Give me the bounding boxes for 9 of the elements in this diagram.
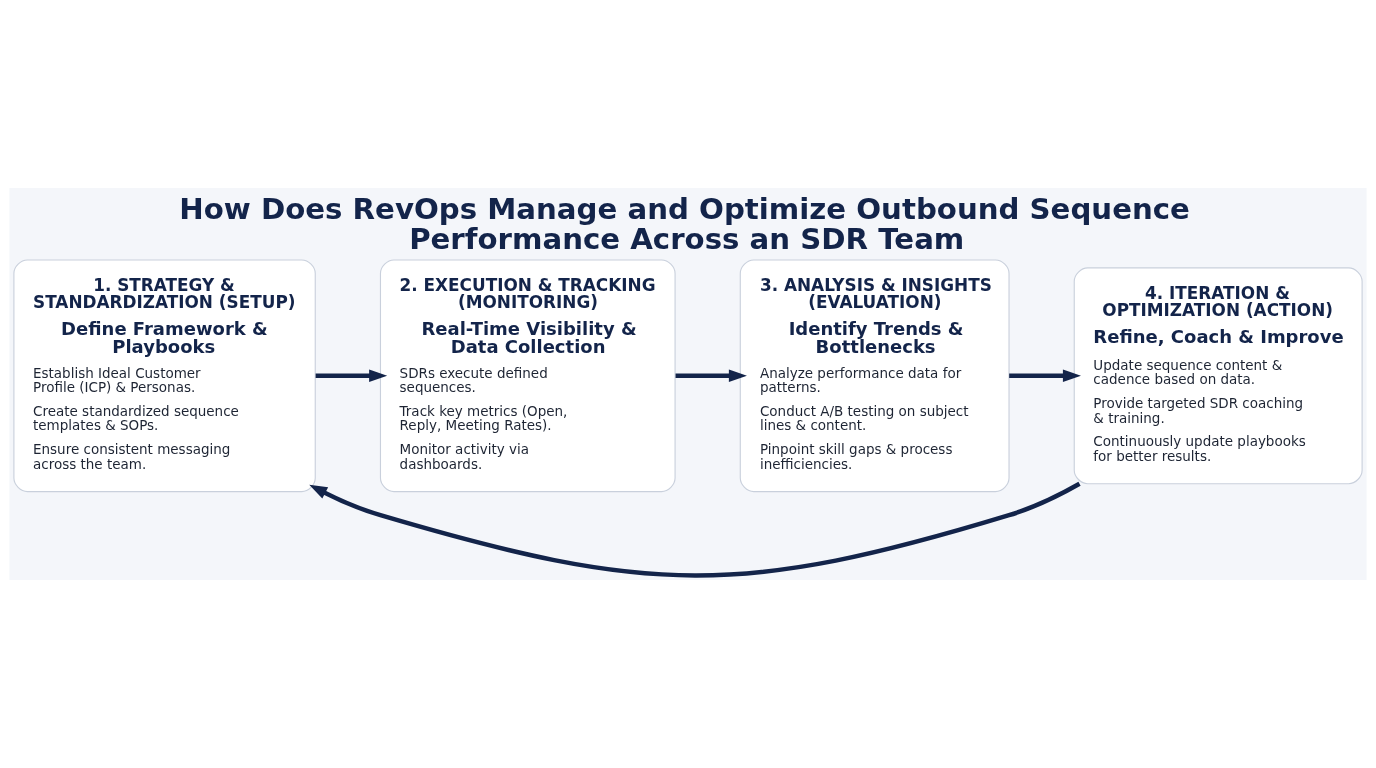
node-box: 2. EXECUTION & TRACKING (MONITORING) Real-Time Visibility & Data Collection SDRs execute defined sequences. Track key metrics (Open, Reply, Meeting Rates). Monitor activity via dashboards. <box>379 259 676 493</box>
arrow <box>675 369 747 383</box>
diagram-title: How Does RevOps Manage and Optimize Outbound Sequence Performance Across an SDR Team <box>179 192 1190 256</box>
node-box: 1. STRATEGY & STANDARDIZATION (SETUP) Define Framework & Playbooks Establish Ideal Customer Profile (ICP) & Personas. Create standardized sequence templates & SOPs. Ensure consistent messaging across the team. <box>13 259 316 493</box>
node-box: 4. ITERATION & OPTIMIZATION (ACTION) Refine, Coach & Improve Update sequence content & cadence based on data. Provide targeted SDR coaching & training. Continuously update playbooks for better results. <box>1073 267 1363 485</box>
node-box: 3. ANALYSIS & INSIGHTS (EVALUATION) Identify Trends & Bottlenecks Analyze performance data for patterns. Conduct A/B testing on subject lines & content. Pinpoint skill gaps & process inefficiencies. <box>739 259 1010 493</box>
arrow <box>1009 369 1081 383</box>
arrow <box>309 481 1081 578</box>
arrow <box>315 369 388 383</box>
